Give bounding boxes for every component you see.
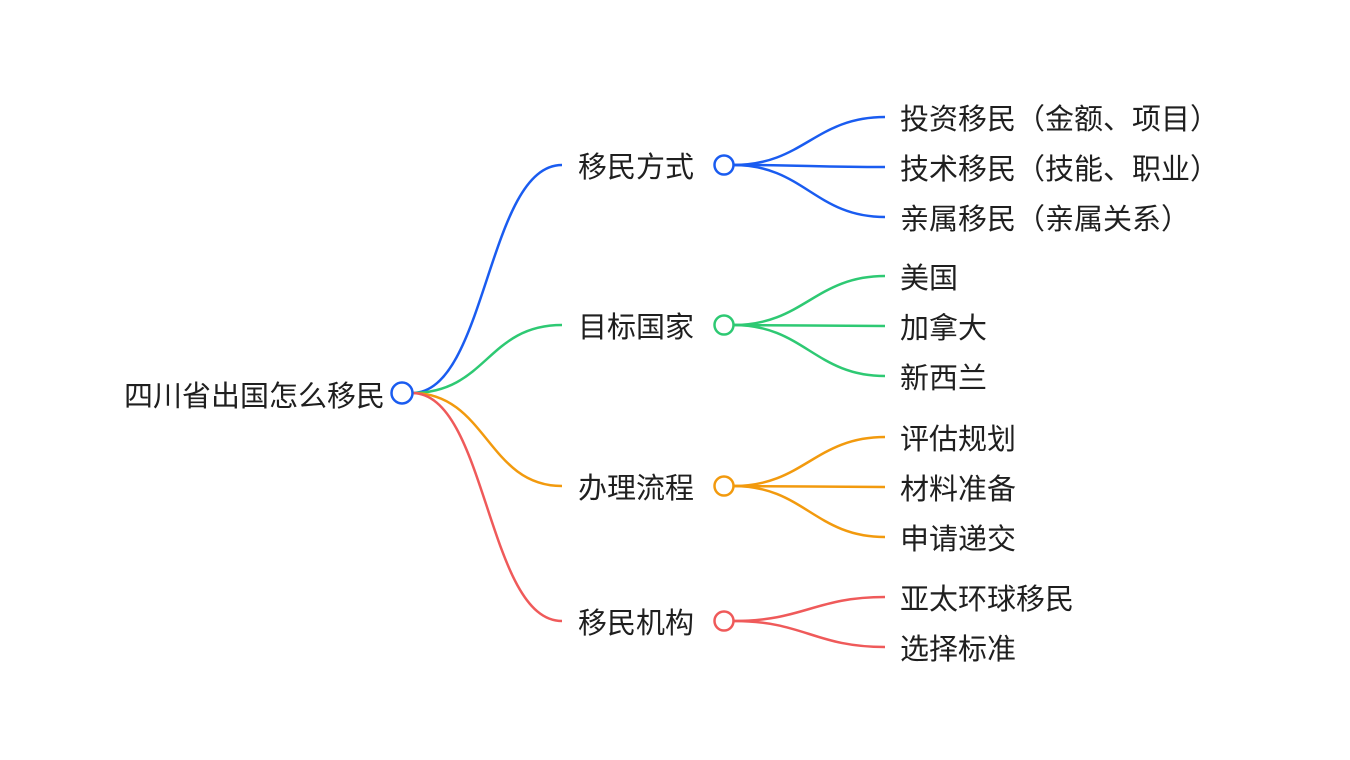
edge-branch-to-leaf [733,435,886,488]
edge-branch-to-leaf [733,323,886,378]
edge-root-to-branch [411,391,563,623]
leaf-topic: 评估规划 [900,422,1016,456]
edge-branch-to-leaf [733,484,886,489]
branch-topic: 移民方式 [578,150,694,184]
branch-node-circle [713,314,735,336]
edge-root-to-branch [411,391,563,488]
edge-branch-to-leaf [733,619,886,649]
edge-root-to-branch [411,163,563,395]
leaf-topic: 新西兰 [900,361,987,395]
branch-node-circle [713,475,735,497]
edge-root-to-branch [411,323,563,395]
branch-node-circle [713,610,735,632]
edge-branch-to-leaf [733,323,886,328]
edge-branch-to-leaf [733,163,886,219]
branch-topic: 目标国家 [578,310,694,344]
leaf-topic: 选择标准 [900,632,1016,666]
edges [411,115,886,649]
edge-branch-to-leaf [733,595,886,623]
leaf-topic: 亲属移民（亲属关系） [900,202,1190,236]
branch-topic: 移民机构 [578,606,694,640]
branch-node-circle [713,154,735,176]
leaf-topic: 技术移民（技能、职业） [900,152,1219,186]
leaf-topic: 材料准备 [900,472,1016,506]
edge-branch-to-leaf [733,115,886,167]
edge-branch-to-leaf [733,163,886,169]
root-topic: 四川省出国怎么移民 [124,379,385,413]
root-node-circle [390,381,414,405]
edge-branch-to-leaf [733,274,886,327]
leaf-topic: 亚太环球移民 [900,582,1074,616]
leaf-topic: 美国 [900,261,958,295]
edge-branch-to-leaf [733,484,886,539]
branch-topic: 办理流程 [578,471,694,505]
nodes: 四川省出国怎么移民 移民方式 投资移民（金额、项目） 技术移民（技能、职业） 亲属移民… [124,102,1219,666]
leaf-topic: 投资移民（金额、项目） [900,102,1219,136]
leaf-topic: 加拿大 [900,311,987,345]
leaf-topic: 申请递交 [900,522,1016,556]
